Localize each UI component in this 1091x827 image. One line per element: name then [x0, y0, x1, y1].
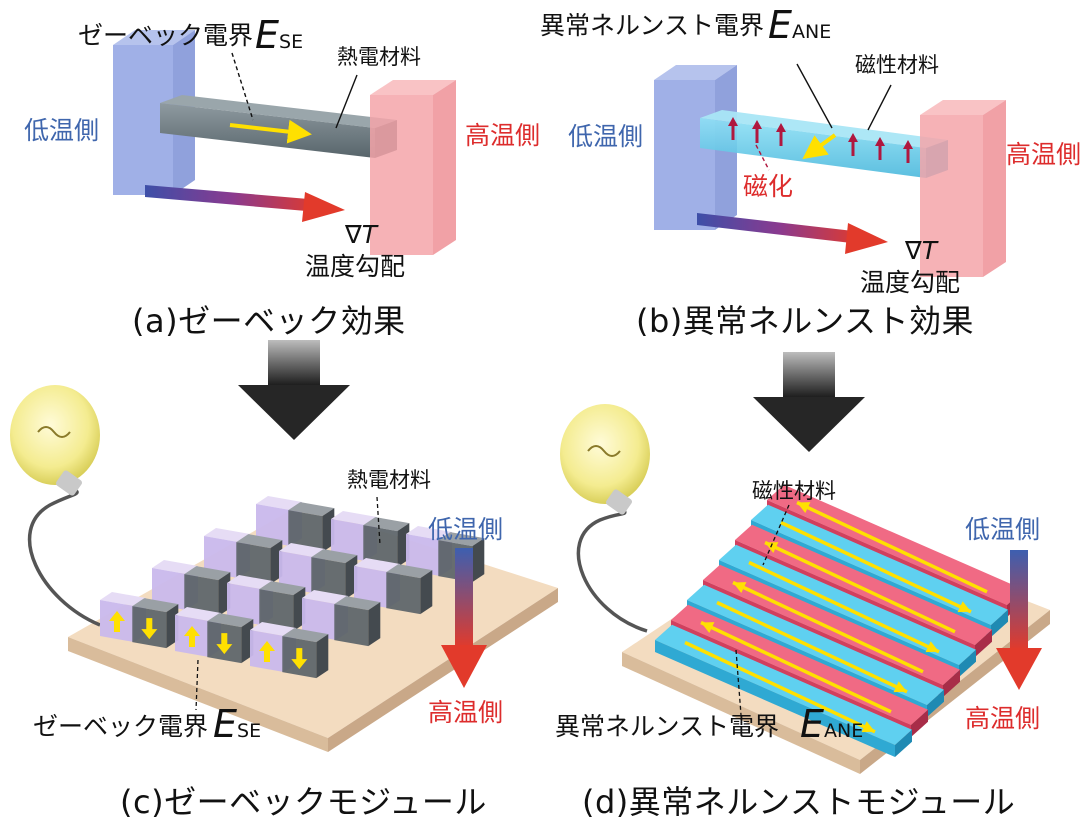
hot-block — [920, 100, 1006, 277]
hot-side-label: 高温側 — [1006, 140, 1082, 169]
gradient-symbol: ∇T — [345, 220, 377, 249]
circuit-wire — [27, 485, 101, 627]
arrow-up-icon — [184, 626, 200, 647]
nernst-field-arrow — [802, 133, 837, 160]
cold-block — [654, 65, 737, 230]
flow-arrow — [764, 540, 956, 634]
panel-d-nernst-module — [560, 404, 1050, 774]
hot-side-label: 高温側 — [465, 121, 541, 150]
temperature-gradient-arrow-vertical — [996, 550, 1042, 690]
nernst-field-symbol: EANE — [800, 702, 864, 746]
stripe-array — [655, 484, 1024, 757]
hot-side-label: 高温側 — [428, 698, 504, 727]
seebeck-field-label: ゼーベック電界 — [78, 21, 254, 50]
panel-a-seebeck-effect — [113, 30, 456, 255]
material-label: 熱電材料 — [347, 468, 431, 492]
material-label: 熱電材料 — [337, 45, 421, 69]
flow-arrow — [684, 640, 876, 734]
nernst-field-symbol: EANE — [768, 3, 832, 47]
arrow-up-icon — [259, 641, 275, 662]
cube-array — [100, 496, 485, 679]
flow-arrow — [732, 580, 924, 674]
material-label: 磁性材料 — [855, 53, 939, 77]
arrow-down-icon — [141, 618, 158, 640]
big-down-arrow-right — [753, 352, 865, 452]
magnetization-label: 磁化 — [743, 172, 794, 201]
flow-arrow — [700, 620, 892, 714]
temperature-gradient-arrow — [145, 185, 345, 222]
flow-arrow — [780, 520, 972, 614]
material-label: 磁性材料 — [752, 479, 836, 503]
module-cube — [334, 596, 381, 647]
module-cube — [184, 566, 231, 617]
flow-arrow — [716, 600, 908, 694]
module-cube — [386, 564, 433, 615]
module-cube — [207, 613, 254, 664]
module-cube — [132, 598, 179, 649]
big-down-arrow-left — [238, 340, 350, 440]
cold-side-label: 低温側 — [428, 515, 504, 544]
caption-a: (a)ゼーベック効果 — [132, 302, 406, 340]
flow-arrow — [796, 500, 988, 594]
seebeck-field-symbol: ESE — [213, 702, 262, 746]
arrow-down-icon — [291, 648, 308, 670]
cold-side-label: 低温側 — [965, 515, 1041, 544]
circuit-wire — [576, 503, 648, 633]
thermoelectric-bar — [160, 95, 397, 158]
flow-arrow — [748, 560, 940, 654]
magnetic-bar — [700, 110, 948, 178]
nernst-field-label: 異常ネルンスト電界 — [555, 712, 780, 741]
seebeck-field-symbol: ESE — [255, 13, 304, 57]
hot-side-label: 高温側 — [965, 704, 1041, 733]
arrow-down-icon — [216, 633, 233, 655]
caption-b: (b)異常ネルンスト効果 — [636, 302, 975, 340]
panel-c-seebeck-module — [10, 385, 558, 752]
magnetic-stripe — [655, 624, 912, 757]
cold-side-label: 低温側 — [568, 122, 644, 151]
temperature-gradient-arrow — [697, 213, 888, 254]
module-cube — [236, 534, 283, 585]
arrow-up-icon — [109, 611, 125, 632]
hot-block — [370, 80, 456, 255]
light-bulb-icon — [560, 404, 650, 515]
gradient-label: 温度勾配 — [860, 268, 961, 297]
gradient-symbol: ∇T — [905, 236, 937, 265]
panel-b-anomalous-nernst-effect — [654, 63, 1006, 277]
gradient-label: 温度勾配 — [305, 252, 406, 281]
magnetization-arrows — [728, 117, 913, 163]
temperature-gradient-arrow-vertical — [441, 548, 487, 688]
light-bulb-icon — [10, 385, 100, 496]
module-cube — [282, 628, 329, 679]
caption-c: (c)ゼーベックモジュール — [120, 783, 487, 821]
seebeck-field-arrow — [229, 119, 312, 144]
nernst-field-label: 異常ネルンスト電界 — [540, 11, 765, 40]
caption-d: (d)異常ネルンストモジュール — [582, 783, 1016, 821]
cold-side-label: 低温側 — [24, 116, 100, 145]
seebeck-field-label: ゼーベック電界 — [33, 712, 209, 741]
